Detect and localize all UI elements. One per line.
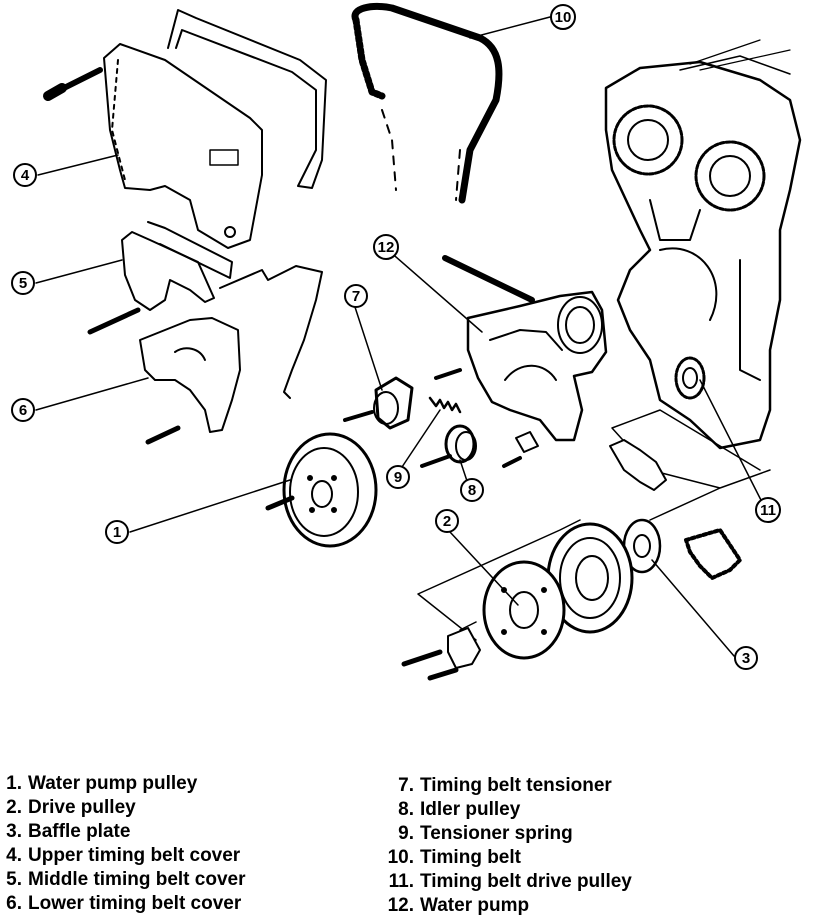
callout-1: 1 [105, 520, 129, 544]
engine-block [604, 39, 802, 450]
svg-text:2: 2 [443, 513, 451, 530]
small-belt-piece [684, 528, 742, 580]
parts-legend-right: 7.Timing belt tensioner 8.Idler pulley 9… [380, 774, 632, 918]
tensioner-bracket [609, 439, 667, 491]
svg-text:3: 3 [742, 650, 750, 667]
callout-5: 5 [11, 271, 35, 295]
water-pump [434, 255, 608, 468]
upper-timing-belt-cover [43, 43, 263, 249]
parts-legend-left: 1.Water pump pulley 2.Drive pulley 3.Baf… [4, 772, 245, 916]
exploded-view-diagram: 1 2 3 4 5 6 7 8 9 10 11 12 [11, 3, 802, 681]
legend-item: 4.Upper timing belt cover [6, 845, 241, 866]
callout-6: 6 [11, 398, 35, 422]
legend-item: 6.Lower timing belt cover [6, 893, 242, 914]
legend-item: 11.Timing belt drive pulley [388, 871, 632, 892]
leader-lines [35, 16, 766, 657]
timing-belt [351, 3, 503, 204]
legend-item: 8.Idler pulley [398, 799, 521, 820]
legend-item: 5.Middle timing belt cover [6, 869, 246, 890]
legend-item: 9.Tensioner spring [398, 823, 573, 844]
svg-text:6: 6 [19, 402, 27, 419]
tensioner-spring [428, 396, 462, 414]
svg-text:5: 5 [19, 275, 27, 292]
middle-timing-belt-cover [87, 221, 233, 335]
lower-timing-belt-cover [139, 317, 241, 445]
idler-pulley [420, 424, 477, 468]
water-pump-pulley [265, 432, 378, 548]
drive-pulley [482, 522, 634, 660]
svg-text:9: 9 [394, 469, 402, 486]
legend-item: 2.Drive pulley [6, 797, 136, 818]
legend-item: 12.Water pump [387, 895, 530, 916]
callout-9: 9 [386, 465, 410, 489]
svg-text:10: 10 [555, 9, 572, 26]
legend-item: 3.Baffle plate [6, 821, 131, 842]
svg-text:4: 4 [21, 167, 30, 184]
svg-text:1: 1 [113, 524, 121, 541]
callout-10: 10 [550, 4, 576, 30]
callout-4: 4 [13, 163, 37, 187]
timing-belt-tensioner [343, 376, 414, 430]
timing-belt-drive-pulley [674, 356, 706, 400]
svg-text:12: 12 [378, 239, 395, 256]
callout-2: 2 [435, 509, 459, 533]
callout-12: 12 [373, 234, 399, 260]
svg-text:8: 8 [468, 482, 476, 499]
callout-7: 7 [344, 284, 368, 308]
callout-3: 3 [734, 646, 758, 670]
cover-gasket [167, 9, 327, 189]
lower-bracket [401, 627, 481, 681]
callout-11: 11 [755, 497, 781, 523]
legend-item: 1.Water pump pulley [6, 773, 198, 794]
legend-item: 7.Timing belt tensioner [398, 775, 612, 796]
callout-8: 8 [460, 478, 484, 502]
svg-text:7: 7 [352, 288, 360, 305]
middle-gasket [219, 265, 323, 399]
svg-text:11: 11 [760, 502, 776, 519]
legend-item: 10.Timing belt [387, 847, 521, 868]
